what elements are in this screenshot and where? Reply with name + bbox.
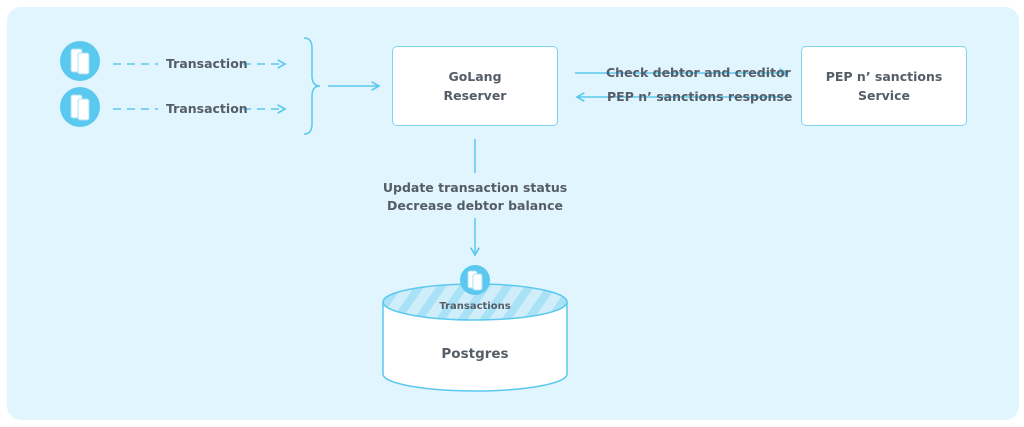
transaction-label: Transaction (166, 101, 248, 116)
database-name: Postgres (441, 346, 509, 362)
check-arrow-label: Check debtor and creditor (606, 65, 791, 80)
reserver-title: GoLang (448, 69, 502, 84)
postgres-cylinder (382, 283, 568, 392)
update-arrow-label-2: Decrease debtor balance (387, 198, 563, 213)
database-icon (60, 41, 100, 81)
response-arrow-label: PEP n’ sanctions response (607, 89, 793, 104)
merge-brace (303, 37, 321, 135)
database-icon (60, 87, 100, 127)
reserver-node: GoLang Reserver (392, 46, 558, 126)
pep-service-title: PEP n’ sanctions (825, 69, 943, 84)
table-label: Transactions (439, 301, 511, 312)
pep-service-subtitle: Service (858, 88, 910, 103)
reserver-subtitle: Reserver (443, 88, 507, 103)
pep-service-node: PEP n’ sanctions Service (801, 46, 967, 126)
update-arrow-label-1: Update transaction status (382, 180, 568, 195)
database-icon (460, 265, 490, 295)
transaction-label: Transaction (166, 56, 248, 71)
